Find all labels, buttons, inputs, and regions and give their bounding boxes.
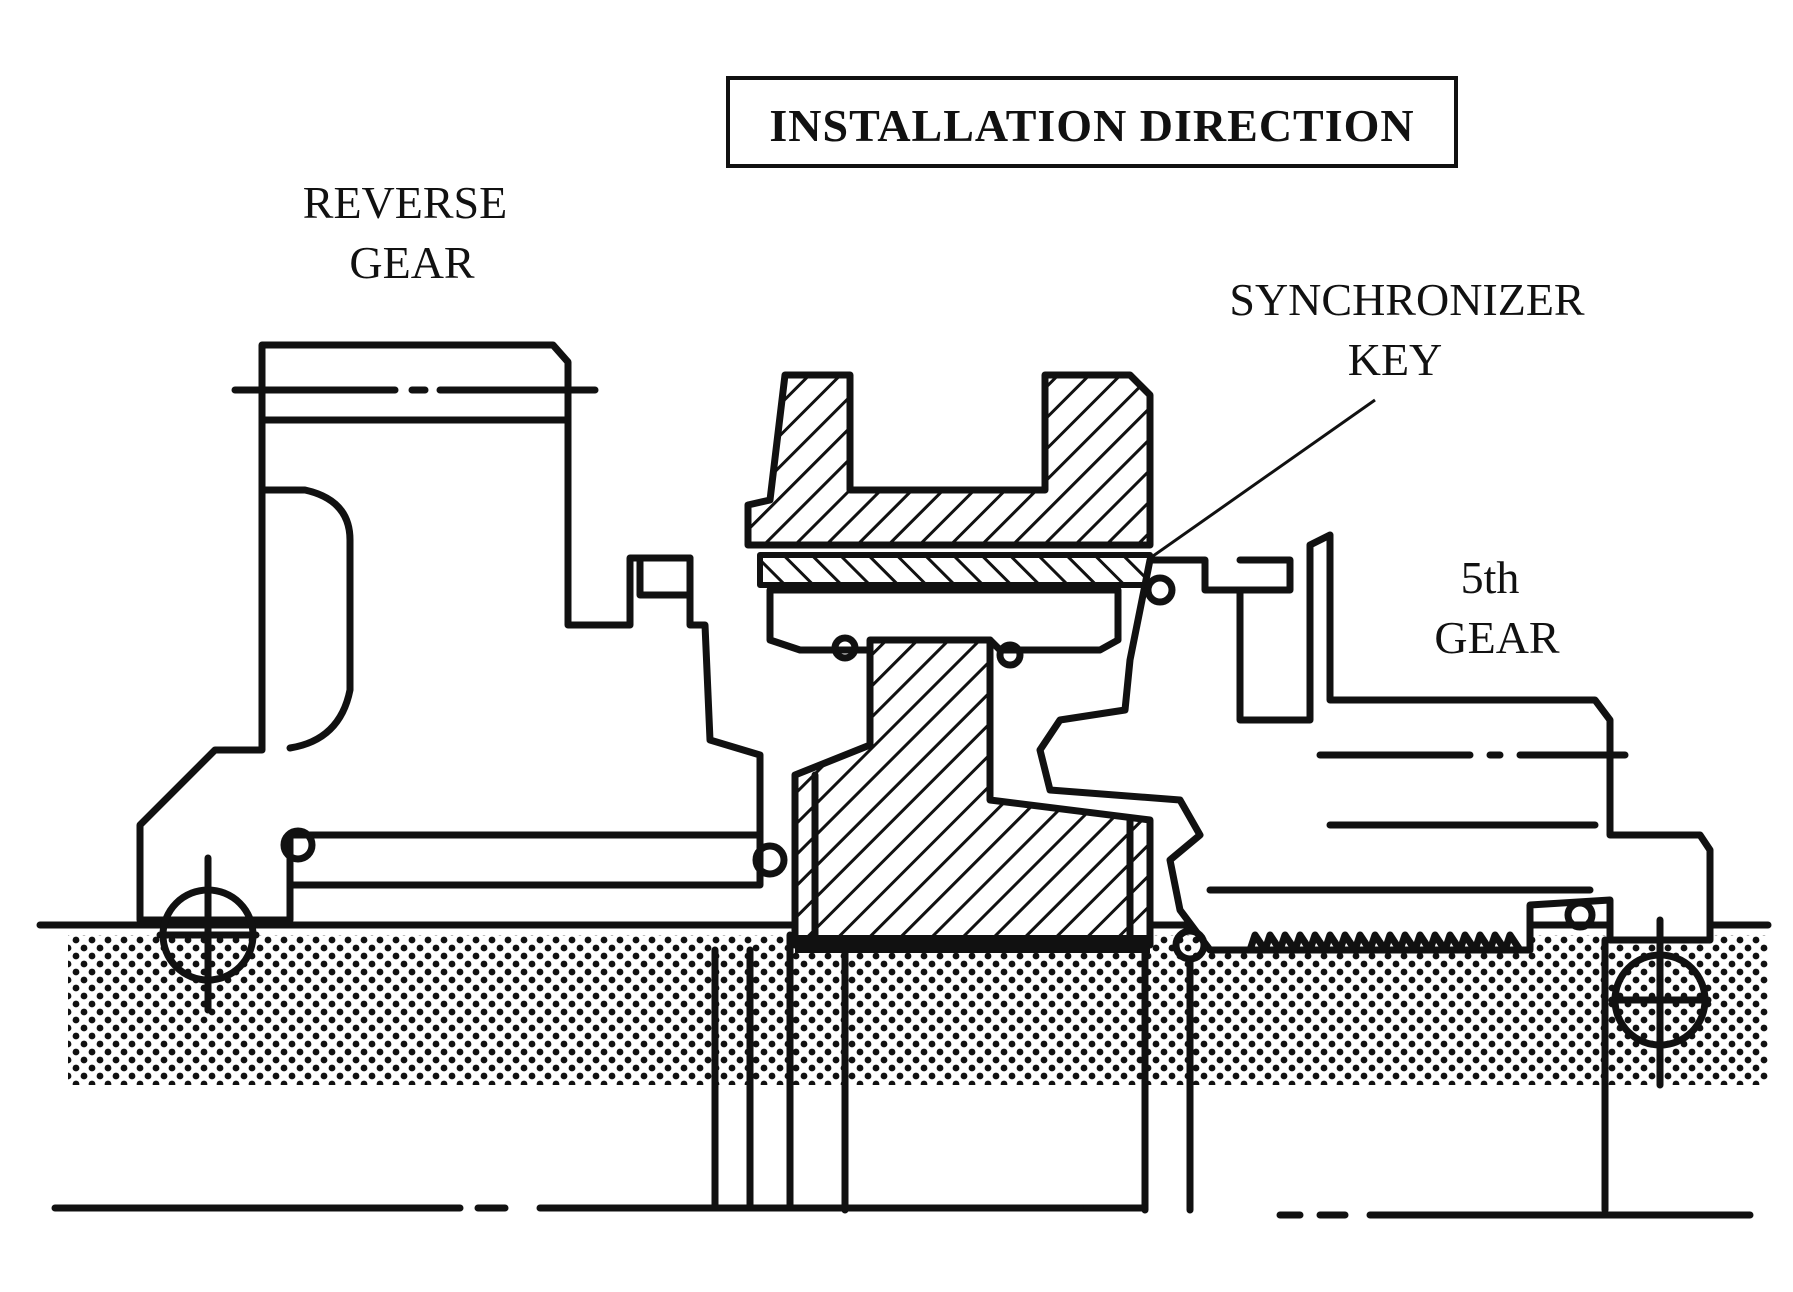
- fifth-gear-label-line2: GEAR: [1434, 612, 1560, 663]
- fifth-gear-label-line1: 5th: [1461, 552, 1520, 603]
- reverse-gear-label-line1: REVERSE: [303, 177, 507, 228]
- installation-direction-title: INSTALLATION DIRECTION: [769, 100, 1414, 151]
- reverse-gear: [136, 341, 788, 1014]
- synchronizer-hub: [791, 636, 1154, 953]
- reverse-gear-label-line2: GEAR: [349, 237, 475, 288]
- shaft-centerline: [51, 1204, 1754, 1219]
- synchronizer-hub-band: [757, 552, 1153, 669]
- synchronizer-key-label-line1: SYNCHRONIZER: [1229, 274, 1585, 325]
- synchronizer-key-label-line2: KEY: [1348, 334, 1443, 385]
- installation-direction-box: INSTALLATION DIRECTION: [726, 76, 1458, 168]
- fifth-gear: [1036, 531, 1714, 1089]
- synchronizer-sleeve: [744, 371, 1154, 549]
- main-shaft: [36, 921, 1772, 1214]
